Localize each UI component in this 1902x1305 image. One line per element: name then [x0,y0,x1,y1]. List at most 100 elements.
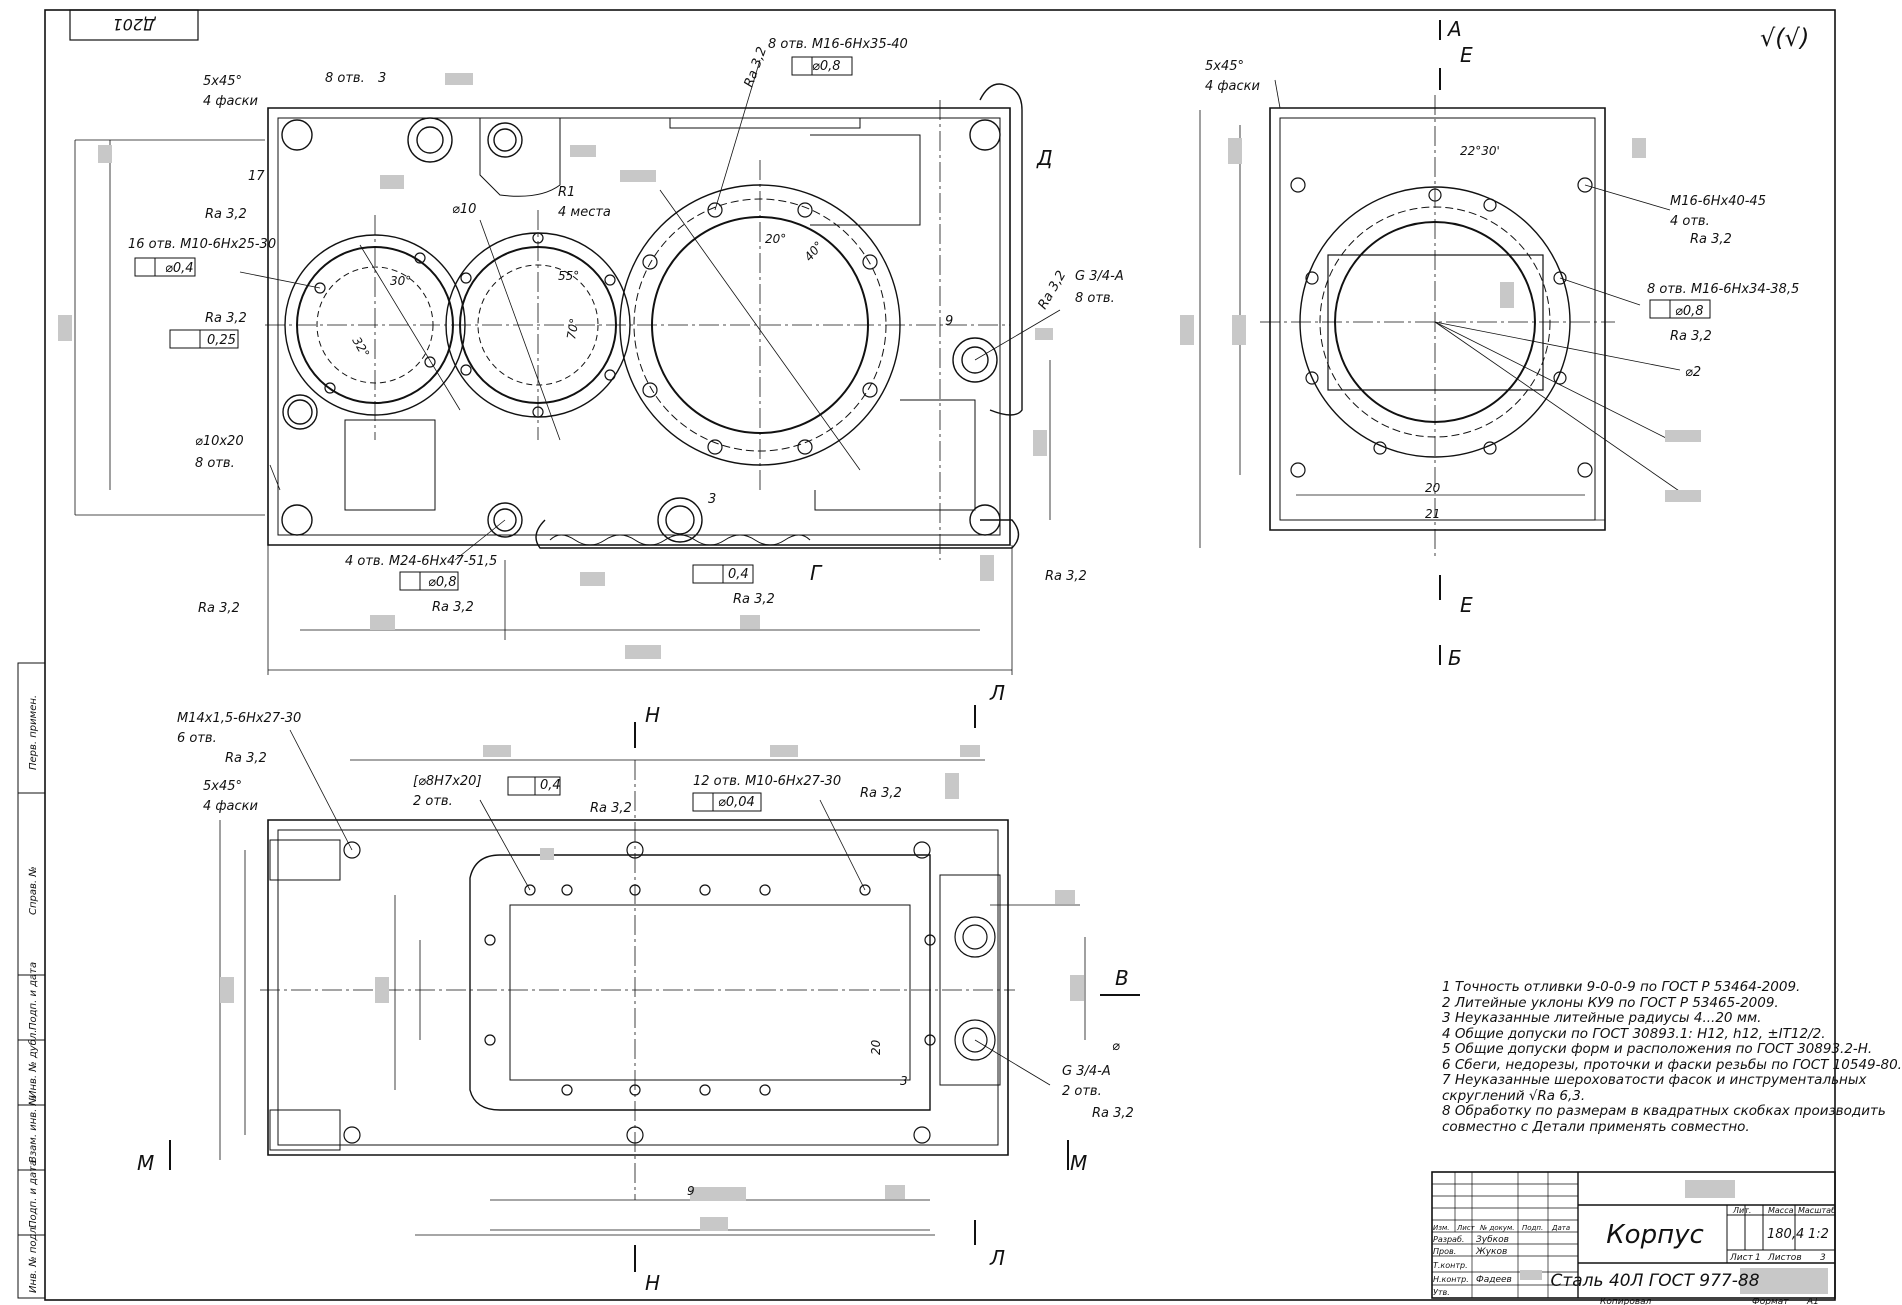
stamp-label: Перв. примен. [28,695,39,770]
angle-label: 40° [802,239,826,264]
position-tolerance: ⌀0,8 [1675,304,1704,319]
person-name: Зубков [1476,1235,1509,1245]
person-name: Фадеев [1476,1275,1512,1285]
radius-label: R1 [558,185,575,200]
section-letter: М [1070,1151,1087,1175]
corner-code-box [69,9,199,41]
diameter-label: ⌀2 [1685,365,1701,380]
header-cell: № докум. [1479,1224,1515,1232]
note-line: 6 Сбеги, недорезы, проточки и фаски резь… [1442,1056,1902,1073]
hole-count: 8 отв. [195,456,235,471]
chamfer-label: 5x45° [1205,59,1244,74]
roughness-label: Ra 3,2 [1092,1106,1134,1121]
section-letter: Б [1448,646,1462,670]
copied-label: Копировал [1600,1297,1652,1305]
note-line: 4 Общие допуски по ГОСТ 30893.1: H12, h1… [1442,1025,1826,1042]
thread-label: 8 отв. M16-6Hx35-40 [768,37,908,52]
header-cell: Лист [1456,1224,1476,1232]
drawing-sheet: Д201 √(√) Перв. примен. Справ. № Подп. и… [17,9,1902,1305]
roughness-label: Ra 3,2 [198,601,240,616]
chamfer-label: 5x45° [203,779,242,794]
pipe-count-label: 2 отв. [1062,1084,1102,1099]
note-line: скруглений √Ra 6,3. [1442,1087,1586,1104]
holes-label: 8 отв. [325,71,365,86]
dim-label: 3 [378,71,386,86]
thread-count: 4 отв. [1670,214,1710,229]
angle-label: 70° [564,317,581,340]
roughness-label: Ra 3,2 [1690,232,1732,247]
dim-label: 9 [945,314,953,329]
flatness-value: 0,4 [540,778,561,793]
dim-label: 20 [869,1039,883,1055]
thread-label: 8 отв. M16-6Hx34-38,5 [1647,282,1799,297]
front-view: 5x45° 4 фаски 8 отв. 3 17 9 3 8 отв. M16… [58,37,1124,675]
roughness-label: Ra 3,2 [733,592,775,607]
view-letter: Г [810,561,823,585]
column-label: Лит. [1732,1206,1751,1215]
technical-notes: 1 Точность отливки 9-0-0-9 по ГОСТ Р 534… [1442,979,1902,1135]
roughness-label: Ra 3,2 [432,600,474,615]
position-tolerance: ⌀0,8 [812,59,841,74]
position-tolerance: ⌀0,4 [165,261,194,276]
roughness-label: Ra 3,2 [205,311,247,326]
chamfer-count: 4 фаски [203,94,258,109]
sheet-frame [44,9,1836,1301]
format-value: А1 [1806,1297,1819,1305]
roughness-label: Ra 3,2 [1035,268,1069,312]
roughness-label: Ra 3,2 [590,801,632,816]
sheets-label: Листов [1767,1253,1802,1263]
note-line: 1 Точность отливки 9-0-0-9 по ГОСТ Р 534… [1442,979,1801,995]
position-tolerance: ⌀0,04 [718,795,755,810]
section-letter: М [137,1151,154,1175]
scale-value: 1:2 [1808,1227,1829,1242]
stamp-label: Инв. № дубл. [27,1030,39,1098]
title-block: Корпус Сталь 40Л ГОСТ 977-88 Лит. Масса … [1431,1171,1836,1305]
dim-label: 3 [900,1074,908,1088]
roughness-label: Ra 3,2 [860,786,902,801]
part-name: Корпус [1606,1220,1704,1250]
role-label: Т.контр. [1433,1261,1468,1270]
sheet-number: 1 [1755,1253,1761,1263]
thread-label: 12 отв. M10-6Hx27-30 [693,774,841,789]
angle-label: 20° [765,232,786,246]
view-letter: Д [1036,146,1053,170]
angle-label: 32° [349,335,372,360]
thread-label: 16 отв. M10-6Hx25-30 [128,237,276,252]
person-name: Жуков [1475,1247,1507,1257]
dim-label: 20 [1425,481,1441,495]
section-letter: В [1115,966,1129,990]
roughness-label: Ra 3,2 [1670,329,1712,344]
note-line: 8 Обработку по размерам в квадратных ско… [1442,1103,1886,1119]
radius-count: 4 места [558,205,611,220]
note-line: 2 Литейные уклоны КУ9 по ГОСТ Р 53465-20… [1442,994,1779,1011]
roughness-label: Ra 3,2 [1045,569,1087,584]
angle-label: 22°30' [1460,144,1500,158]
thread-label: M14x1,5-6Hx27-30 [177,711,301,726]
dim-label: 9 [687,1184,695,1198]
chamfer-count: 4 фаски [203,799,258,814]
position-tolerance: ⌀0,8 [428,575,457,590]
role-label: Разраб. [1433,1235,1464,1244]
header-cell: Дата [1551,1224,1570,1232]
mass-value: 180,4 [1767,1227,1804,1242]
pipe-thread-label: G 3/4-A [1062,1064,1111,1079]
note-line: 3 Неуказанные литейные радиусы 4...20 мм… [1442,1010,1762,1026]
corner-code: Д201 [112,15,156,34]
dim-label: 21 [1425,507,1440,521]
column-label: Масштаб [1798,1206,1836,1215]
section-letter: Е [1460,593,1473,617]
hole-label: ⌀10x20 [195,434,244,449]
chamfer-label: 5x45° [203,74,242,89]
note-line: совместно с Детали применять совместно. [1442,1118,1750,1135]
thread-label: M16-6Hx40-45 [1670,194,1766,209]
side-stamp-strip: Перв. примен. Справ. № Подп. и дата Инв.… [17,662,46,1299]
sheet-label: Лист [1729,1253,1754,1263]
diameter-label: ⌀ [1112,1039,1120,1054]
section-letter: Л [989,681,1005,705]
sheets-count: 3 [1820,1253,1826,1263]
pipe-count-label: 8 отв. [1075,291,1115,306]
header-cell: Подп. [1522,1224,1543,1232]
bore-label: [⌀8H7x20] [413,774,482,789]
dim-label: 17 [248,169,265,184]
stamp-label: Подп. и дата [28,1160,39,1228]
